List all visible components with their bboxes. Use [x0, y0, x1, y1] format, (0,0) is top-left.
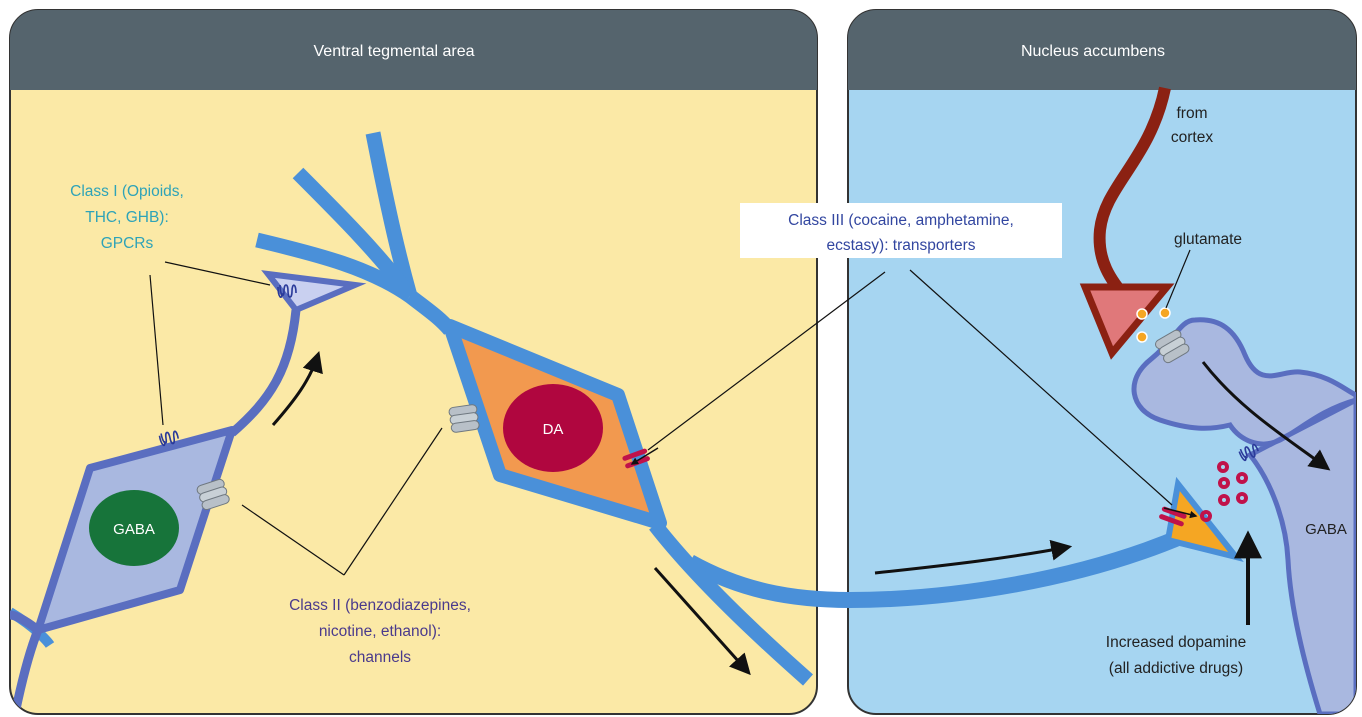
from-cortex-line1: from — [1177, 105, 1208, 122]
arrow-icon — [653, 567, 751, 676]
vta-title: Ventral tegmental area — [314, 43, 475, 60]
cortex-axon — [1093, 86, 1171, 305]
from-cortex-line2: cortex — [1171, 129, 1213, 146]
nac-gaba-neuron — [1131, 317, 1356, 714]
class3-label-line1: Class III (cocaine, amphetamine, — [788, 212, 1014, 229]
gaba-nucleus — [89, 490, 179, 566]
class1-label-line1: Class I (Opioids, — [70, 183, 184, 200]
class1-label-line3: GPCRs — [101, 235, 154, 252]
class2-label-line2: nicotine, ethanol): — [319, 623, 441, 640]
vta-panel: Ventral tegmental area — [9, 9, 818, 715]
da-axon — [686, 527, 1189, 609]
gaba-terminal — [261, 270, 367, 314]
nac-panel: Nucleus accumbens — [847, 9, 1357, 715]
class3-label-line2: ecstasy): transporters — [826, 237, 975, 254]
arrow-icon — [271, 351, 323, 426]
glutamate-dots — [1136, 307, 1171, 343]
class3-box — [740, 203, 1062, 258]
class2-label-line1: Class II (benzodiazepines, — [289, 597, 471, 614]
glutamate-label: glutamate — [1174, 231, 1242, 248]
vta-header — [10, 10, 817, 90]
da-nucleus — [503, 384, 603, 472]
arrow-icon — [1201, 361, 1331, 471]
class1-label-line2: THC, GHB): — [85, 209, 169, 226]
da-axon-down — [649, 520, 813, 686]
da-label: DA — [543, 421, 564, 438]
dopamine-dots — [1200, 461, 1248, 522]
nac-title: Nucleus accumbens — [1021, 43, 1165, 60]
nac-header — [848, 10, 1356, 90]
dendrite-3 — [255, 232, 415, 303]
increased-dopamine-line2: (all addictive drugs) — [1109, 660, 1243, 677]
increased-dopamine-line1: Increased dopamine — [1106, 634, 1246, 651]
leader-lines — [149, 249, 1191, 576]
ion-channel-icon — [447, 403, 481, 434]
flow-arrows — [271, 351, 1331, 676]
arrow-icon — [874, 539, 1073, 575]
glutamate-terminal — [1079, 283, 1175, 360]
class2-label-line3: channels — [349, 649, 411, 666]
gaba-label-right: GABA — [1305, 521, 1347, 538]
gaba-label-left: GABA — [113, 521, 155, 538]
